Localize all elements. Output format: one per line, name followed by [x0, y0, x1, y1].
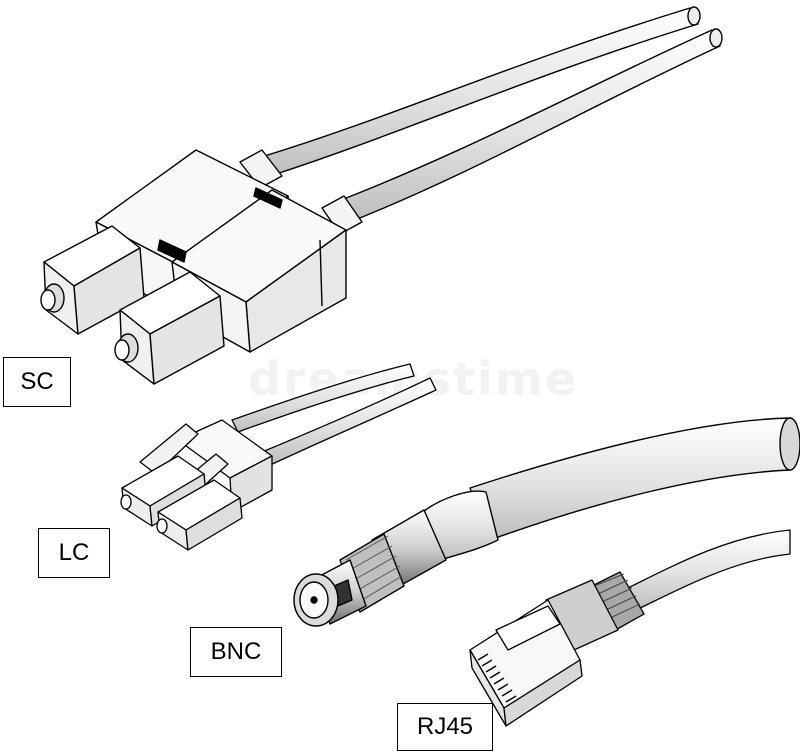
sc-connector	[40, 6, 723, 385]
label-sc: SC	[3, 357, 71, 407]
rj45-contacts	[477, 653, 517, 703]
bnc-cable	[469, 417, 791, 541]
label-lc: LC	[38, 528, 110, 578]
lc-cable-upper	[231, 363, 415, 433]
label-rj45: RJ45	[397, 703, 493, 751]
rj45-connector	[469, 529, 791, 727]
bnc-connector	[293, 417, 800, 627]
sc-cable-lower	[335, 29, 721, 223]
lc-connector	[120, 363, 437, 551]
lc-cable-lower	[261, 377, 437, 467]
label-bnc: BNC	[190, 627, 282, 677]
rj45-cable	[623, 529, 791, 611]
sc-cable-upper	[257, 7, 699, 177]
